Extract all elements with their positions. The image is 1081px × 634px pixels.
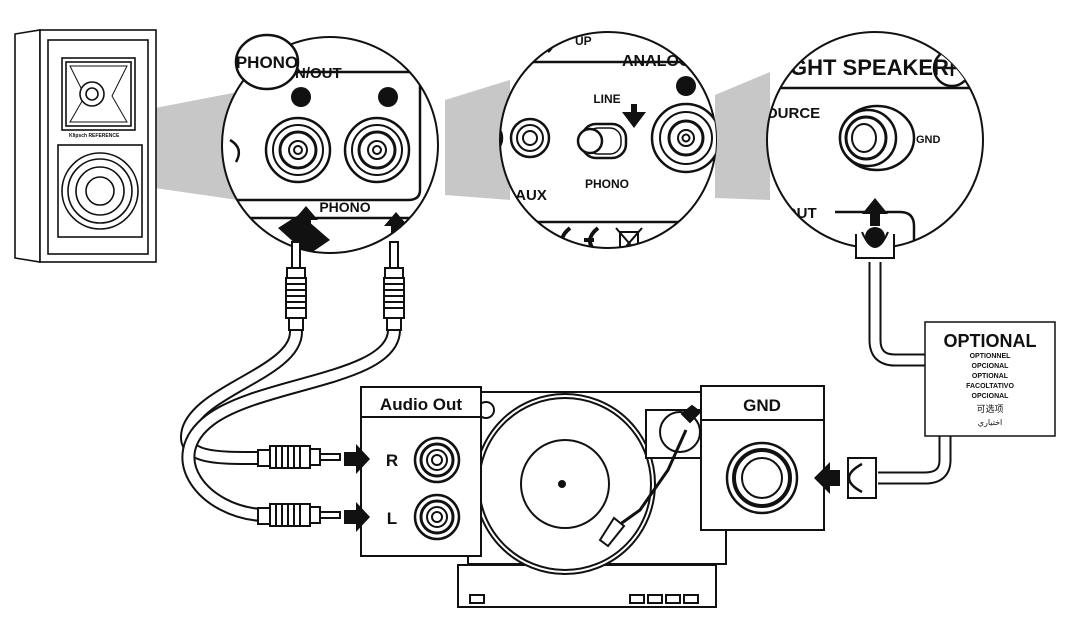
- optional-line: OPCIONAL: [972, 363, 1010, 370]
- zoom-circle-line-phono-switch: R UP ANALOG I LINE PHONO AUX: [499, 31, 717, 249]
- magnification-beams: [155, 72, 770, 200]
- gnd-terminal[interactable]: [725, 441, 799, 515]
- badge-left: L: [385, 92, 392, 104]
- speaker-title-label: GHT SPEAKER: [790, 55, 949, 80]
- badge-right-2: R: [682, 81, 690, 93]
- in-out-label-2: N/OUT: [770, 205, 817, 222]
- audio-out-title: Audio Out: [380, 395, 462, 414]
- arrow-icon: [294, 206, 318, 238]
- audio-out-panel: Audio Out R L: [344, 386, 482, 557]
- arrow-icon: [344, 502, 370, 532]
- up-label: UP: [575, 34, 592, 48]
- rca-cables: [180, 262, 952, 522]
- optional-line: OPCIONAL: [972, 393, 1010, 400]
- arrow-icon: [622, 104, 646, 128]
- beam-zoom-2: [715, 72, 770, 200]
- in-out-label: N/OUT: [295, 65, 342, 82]
- badge-right: R: [296, 92, 304, 104]
- optional-line: FACOLTATIVO: [966, 383, 1014, 390]
- gnd-terminal-label: GND: [916, 134, 941, 146]
- audio-out-left-label: L: [387, 509, 397, 528]
- arrow-icon: [862, 198, 888, 226]
- beam-speaker: [155, 92, 238, 200]
- optional-line: OPTIONNEL: [970, 353, 1012, 360]
- phono-badge-label: PHONO: [236, 53, 298, 72]
- rca-jack-right[interactable]: [413, 436, 461, 484]
- turntable-icon: [457, 391, 727, 608]
- line-label: LINE: [593, 92, 620, 106]
- badge-left-gnd-label: L: [872, 232, 879, 244]
- arrow-icon: [384, 212, 408, 242]
- audio-out-right-label: R: [386, 451, 398, 470]
- zoom-circle-phono-inputs: R L N/OUT PHONO PHONO: [221, 33, 439, 254]
- weee-bin-icon: [615, 227, 643, 248]
- optional-line: 可选项: [976, 403, 1003, 414]
- optional-box: OPTIONAL OPTIONNEL OPCIONAL OPTIONAL FAC…: [924, 321, 1056, 437]
- gnd-panel: GND: [700, 385, 877, 531]
- rca-jack-left[interactable]: [413, 493, 461, 541]
- arrow-icon: [814, 462, 840, 494]
- arrow-icon: [344, 444, 370, 474]
- ground-wire-icon: [868, 262, 925, 367]
- rca-plug-icon: [285, 241, 307, 331]
- gnd-title: GND: [743, 396, 781, 415]
- optional-title: OPTIONAL: [944, 331, 1037, 351]
- rca-plug-icon: [257, 503, 341, 527]
- speaker-brand: Klipsch REFERENCE: [69, 133, 120, 139]
- switch-phono-label: PHONO: [585, 177, 629, 191]
- speaker-icon: Klipsch REFERENCE: [14, 29, 157, 263]
- optional-line: اختياري: [978, 418, 1003, 427]
- phono-badge: [234, 33, 300, 91]
- aux-label: AUX: [515, 187, 547, 204]
- rca-plug-icon: [257, 445, 341, 469]
- zoom-circle-ground-terminal: GHT SPEAKER OURCE GND N/OUT L: [766, 31, 984, 259]
- rca-plug-icon: [383, 241, 405, 331]
- beam-zoom-1: [445, 80, 510, 200]
- phono-input-label: PHONO: [319, 199, 370, 215]
- optional-line: OPTIONAL: [972, 373, 1009, 380]
- badge-left-gnd: [865, 227, 885, 247]
- source-label: OURCE: [766, 105, 820, 122]
